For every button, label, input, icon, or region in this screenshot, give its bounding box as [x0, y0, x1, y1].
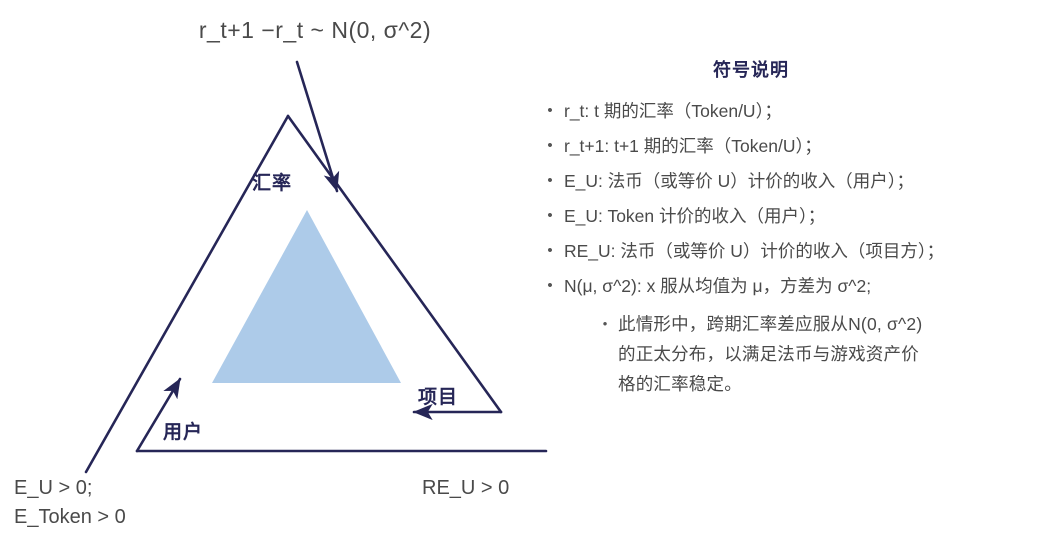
list-item: • r_t+1: t+1 期的汇率（Token/U）；	[536, 134, 1054, 158]
arrow-formula-to-triangle	[295, 60, 340, 193]
legend-item-text: N(μ, σ^2): x 服从均值为 μ，方差为 σ^2;	[564, 276, 872, 296]
legend-subitem-text: 此情形中，跨期汇率差应服从N(0, σ^2)的正太分布，以满足法币与游戏资产价格…	[618, 314, 923, 394]
bullet-icon: •	[547, 172, 553, 189]
outer-left-edge	[84, 114, 290, 474]
legend-list: • r_t: t 期的汇率（Token/U）； • r_t+1: t+1 期的汇…	[536, 99, 1054, 399]
bullet-icon: •	[547, 102, 553, 119]
legend-panel: 符号说明 • r_t: t 期的汇率（Token/U）； • r_t+1: t+…	[536, 56, 1054, 476]
corner-note-left-line1: E_U > 0;	[14, 477, 93, 499]
bullet-icon: •	[547, 137, 553, 154]
bullet-icon: •	[547, 277, 553, 294]
legend-item-text: r_t: t 期的汇率（Token/U）；	[564, 101, 782, 121]
legend-item-text: RE_U: 法币（或等价 U）计价的收入（项目方）；	[564, 241, 945, 261]
bullet-icon: •	[547, 242, 553, 259]
corner-note-left: E_U > 0; E_Token > 0	[14, 474, 126, 532]
node-label-rate: 汇率	[252, 173, 293, 194]
list-item: • E_U: Token 计价的收入（用户）；	[536, 204, 1054, 228]
list-item-nested: • 此情形中，跨期汇率差应服从N(0, σ^2)的正太分布，以满足法币与游戏资产…	[592, 309, 1054, 399]
exchange-rate-cycle-diagram	[84, 60, 548, 474]
arrow-rate-to-project	[286, 114, 503, 414]
top-formula-label: r_t+1 −r_t ~ N(0, σ^2)	[198, 17, 432, 43]
list-item: • r_t: t 期的汇率（Token/U）；	[536, 99, 1054, 123]
legend-item-text: E_U: 法币（或等价 U）计价的收入（用户）；	[564, 171, 915, 191]
legend-item-text: E_U: Token 计价的收入（用户）；	[564, 206, 826, 226]
node-label-project: 项目	[418, 387, 459, 408]
list-item: • RE_U: 法币（或等价 U）计价的收入（项目方）；	[536, 239, 1054, 263]
list-item: • N(μ, σ^2): x 服从均值为 μ，方差为 σ^2;	[536, 274, 1054, 298]
corner-note-right: RE_U > 0	[422, 477, 510, 499]
node-label-user: 用户	[163, 422, 204, 443]
bullet-icon: •	[602, 316, 608, 331]
list-item: • E_U: 法币（或等价 U）计价的收入（用户）；	[536, 169, 1054, 193]
legend-item-text: r_t+1: t+1 期的汇率（Token/U）；	[564, 136, 822, 156]
corner-note-left-line2: E_Token > 0	[14, 506, 126, 528]
bullet-icon: •	[547, 207, 553, 224]
inner-triangle-fill	[212, 210, 401, 383]
arrow-user-to-rate	[135, 377, 182, 453]
legend-title: 符号说明	[713, 60, 789, 80]
